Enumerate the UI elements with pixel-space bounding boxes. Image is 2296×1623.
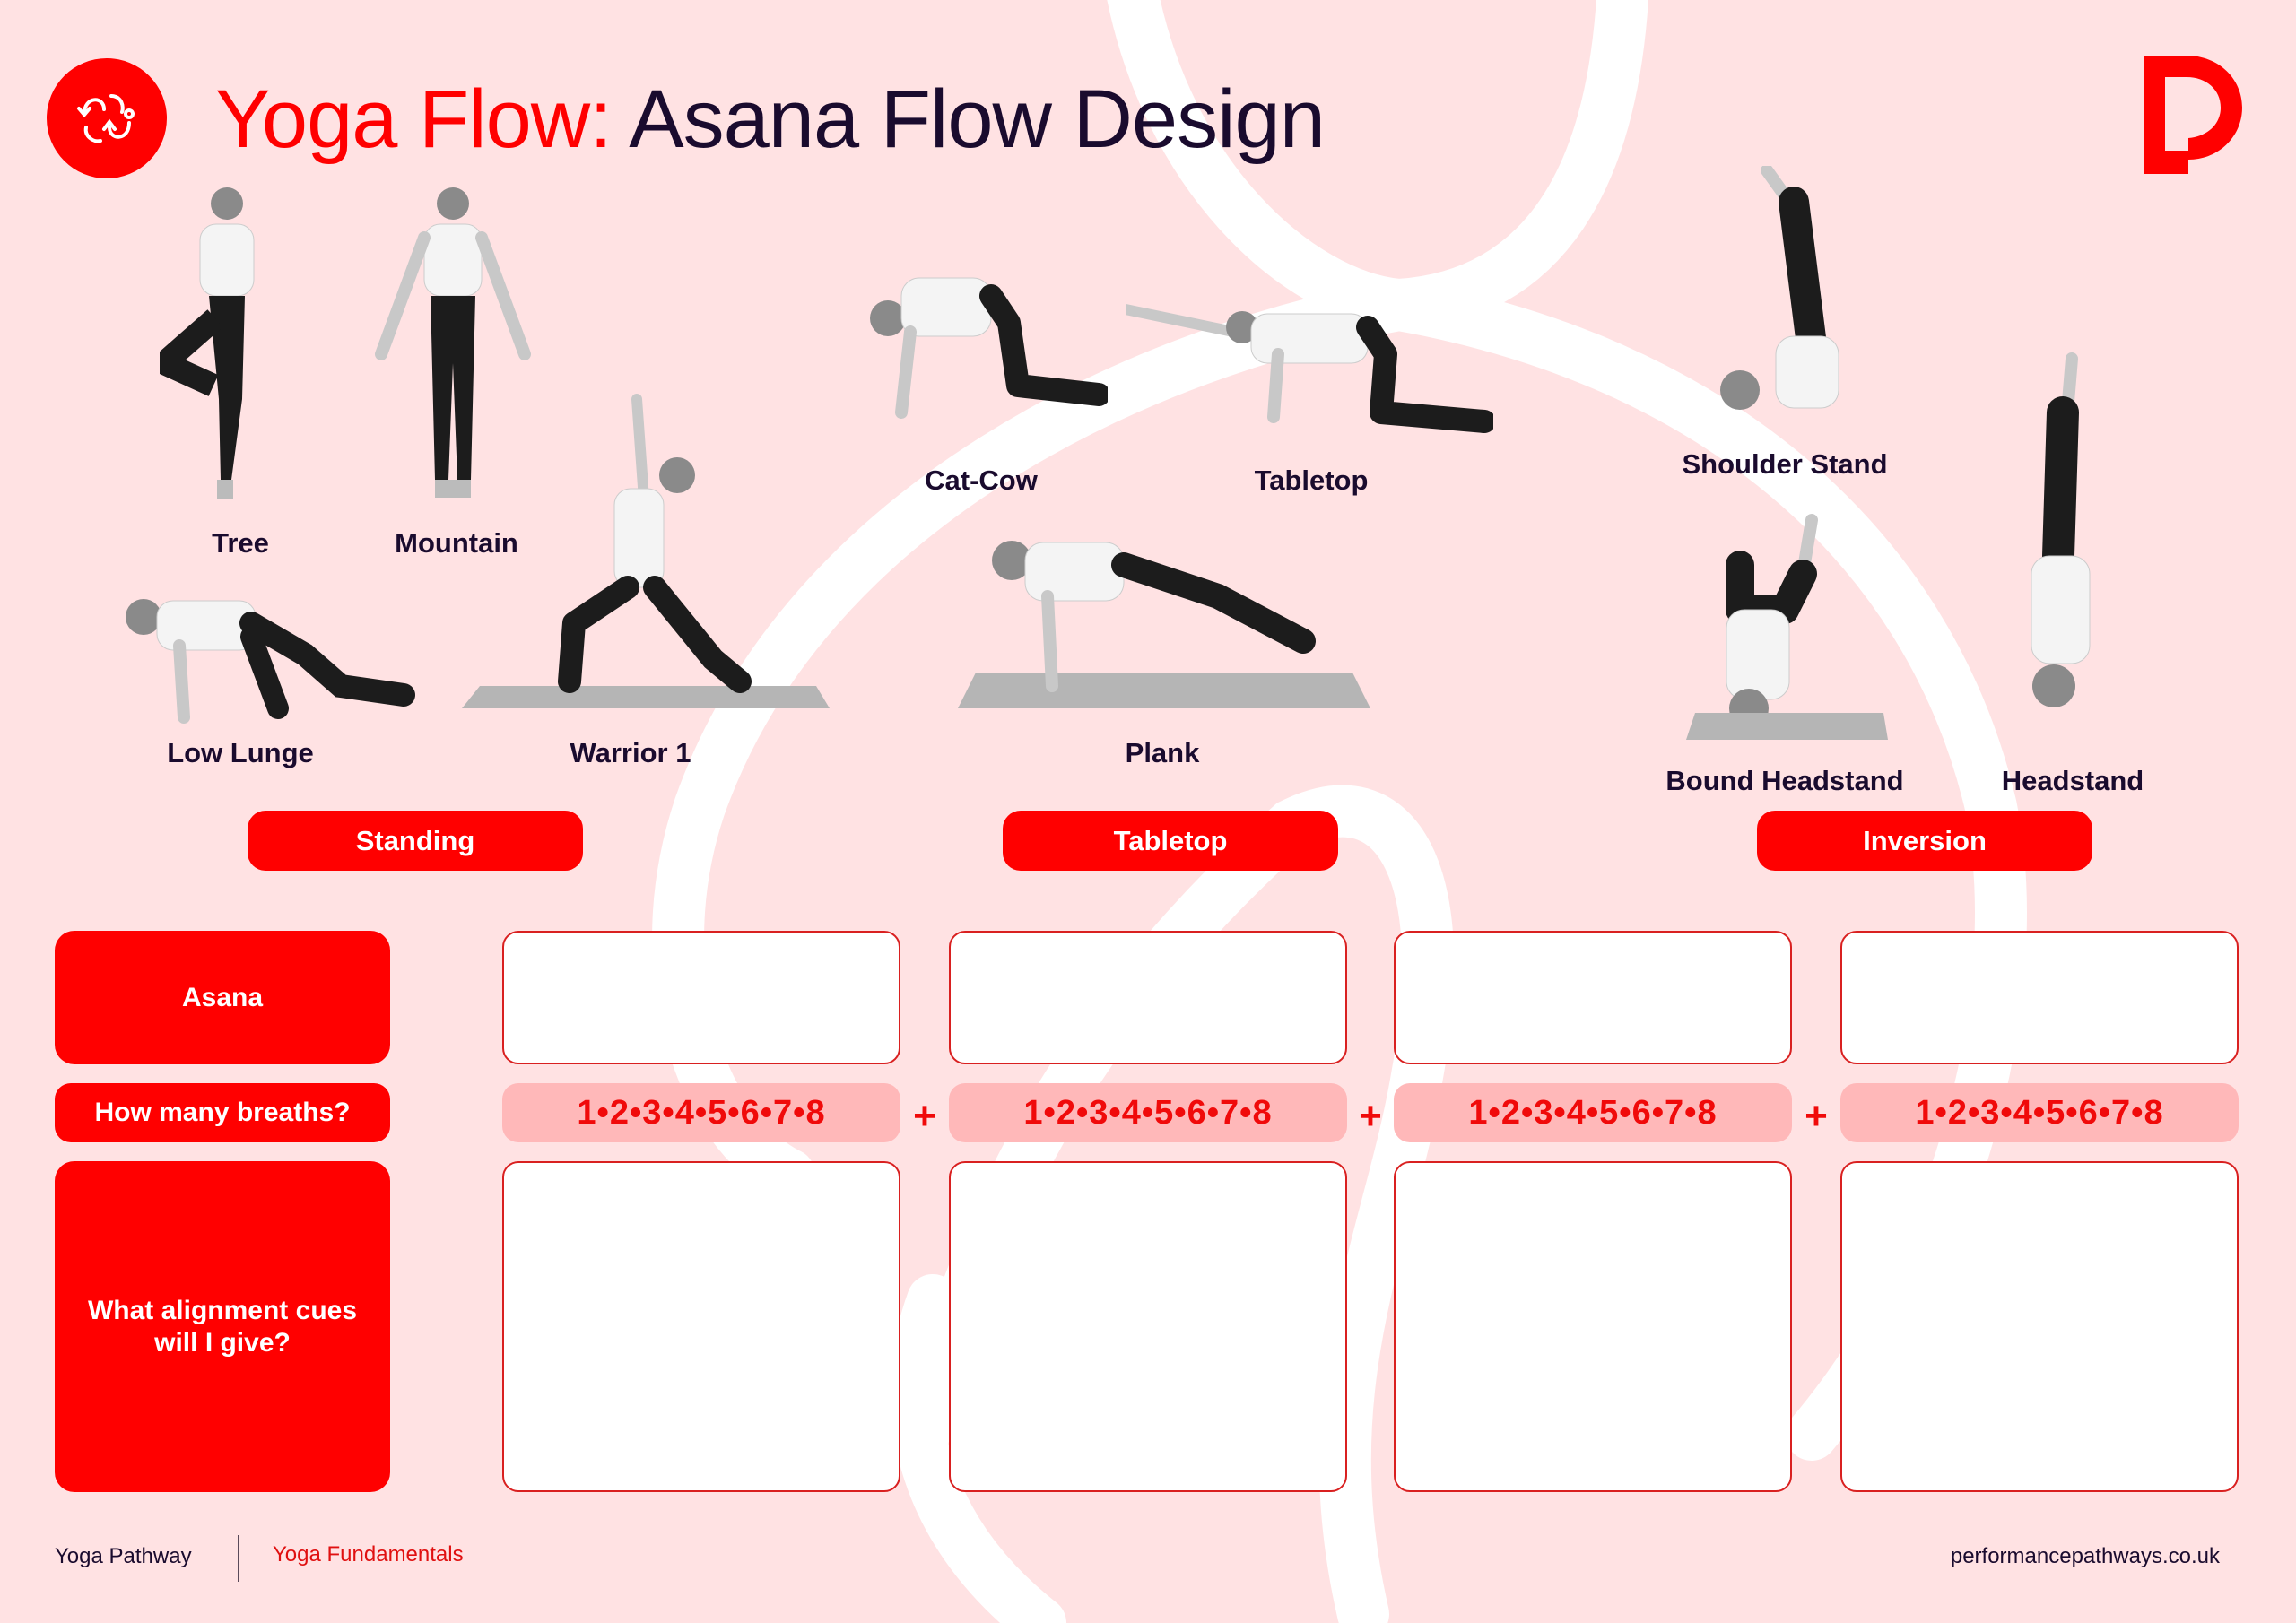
cues-input-3[interactable] xyxy=(1394,1161,1792,1492)
title-main: Asana Flow Design xyxy=(611,74,1326,165)
pose-label-bound-headstand: Bound Headstand xyxy=(1665,765,1904,796)
breath-counter-1[interactable]: 1•2•3•4•5•6•7•8 xyxy=(502,1083,900,1142)
footer-url[interactable]: performancepathways.co.uk xyxy=(1950,1544,2220,1568)
row-label-cues: What alignment cues will I give? xyxy=(55,1161,390,1492)
asana-input-2[interactable] xyxy=(949,931,1347,1064)
flow-arrows-icon xyxy=(47,58,167,178)
breath-counter-4[interactable]: 1•2•3•4•5•6•7•8 xyxy=(1840,1083,2239,1142)
pose-label-tree: Tree xyxy=(212,527,269,559)
cues-input-4[interactable] xyxy=(1840,1161,2239,1492)
plus-separator: + xyxy=(1805,1094,1828,1138)
pose-label-low-lunge: Low Lunge xyxy=(167,737,314,768)
footer-course: Yoga Fundamentals xyxy=(273,1542,464,1567)
plus-separator: + xyxy=(913,1094,936,1138)
row-label-breaths: How many breaths? xyxy=(55,1083,390,1142)
plus-separator: + xyxy=(1359,1094,1382,1138)
page-title: Yoga Flow: Asana Flow Design xyxy=(215,70,1326,169)
category-standing: Standing xyxy=(248,811,583,871)
asana-input-1[interactable] xyxy=(502,931,900,1064)
pose-image-low-lunge xyxy=(108,583,422,735)
asana-input-3[interactable] xyxy=(1394,931,1792,1064)
pose-image-tabletop xyxy=(1126,291,1493,435)
pose-image-shoulder-stand xyxy=(1704,166,1883,426)
pose-label-cat-cow: Cat-Cow xyxy=(925,464,1038,496)
pose-label-headstand: Headstand xyxy=(2001,765,2144,796)
pose-label-shoulder-stand: Shoulder Stand xyxy=(1682,448,1888,480)
pose-image-cat-cow xyxy=(865,269,1108,421)
pose-label-tabletop: Tabletop xyxy=(1254,464,1369,496)
footer-pathway: Yoga Pathway xyxy=(55,1544,192,1568)
cues-input-1[interactable] xyxy=(502,1161,900,1492)
breath-counter-3[interactable]: 1•2•3•4•5•6•7•8 xyxy=(1394,1083,1792,1142)
pose-image-mountain xyxy=(368,184,538,507)
pose-image-bound-headstand xyxy=(1677,511,1892,744)
pose-label-mountain: Mountain xyxy=(395,527,518,559)
pose-label-warrior-1: Warrior 1 xyxy=(570,737,691,768)
pose-image-warrior-1 xyxy=(462,372,830,713)
pose-image-headstand xyxy=(2005,350,2112,726)
category-tabletop: Tabletop xyxy=(1003,811,1338,871)
row-label-asana: Asana xyxy=(55,931,390,1064)
title-accent: Yoga Flow: xyxy=(215,74,613,165)
footer-divider xyxy=(238,1535,239,1582)
pose-image-plank xyxy=(958,534,1370,713)
pose-image-tree xyxy=(160,184,294,507)
category-inversion: Inversion xyxy=(1757,811,2092,871)
pose-label-plank: Plank xyxy=(1125,737,1200,768)
brand-logo-icon xyxy=(2144,56,2242,174)
asana-input-4[interactable] xyxy=(1840,931,2239,1064)
cues-input-2[interactable] xyxy=(949,1161,1347,1492)
breath-counter-2[interactable]: 1•2•3•4•5•6•7•8 xyxy=(949,1083,1347,1142)
